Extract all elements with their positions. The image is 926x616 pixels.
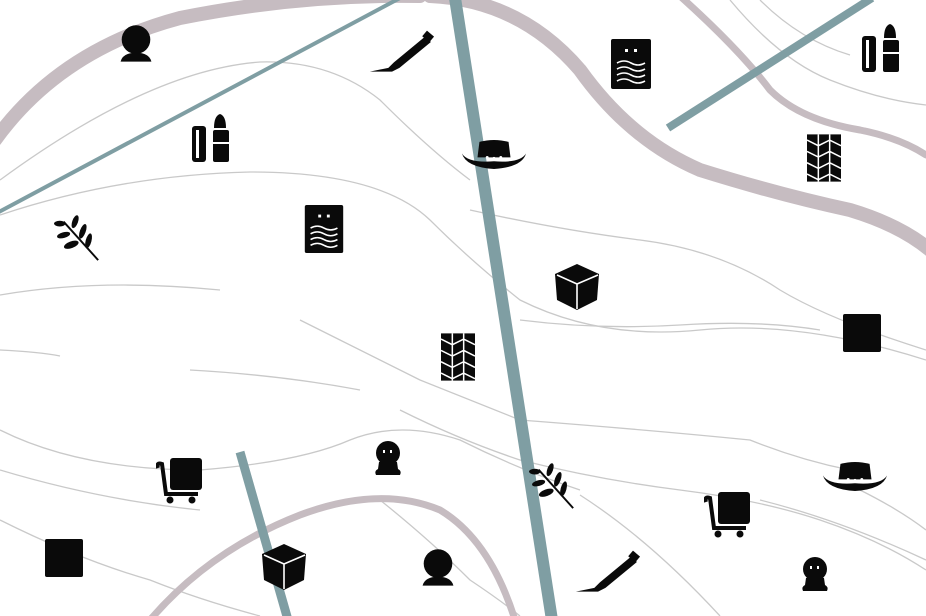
transit-line <box>0 0 401 214</box>
minor-road <box>189 369 361 391</box>
minor-road <box>859 489 926 531</box>
snow-globe-icon[interactable] <box>422 549 454 586</box>
snow-globe-eyes-icon[interactable] <box>802 557 828 591</box>
minor-road <box>729 0 926 106</box>
transit-line <box>665 0 875 132</box>
minor-road <box>469 209 926 351</box>
minor-road <box>0 61 471 181</box>
minor-road <box>0 469 201 511</box>
minor-road <box>0 519 261 616</box>
minor-road <box>519 319 821 331</box>
minor-road <box>0 171 926 361</box>
braid-icon[interactable] <box>807 133 841 183</box>
transit-line <box>235 450 292 616</box>
minor-road <box>759 499 926 561</box>
minor-road <box>0 284 221 296</box>
square-icon[interactable] <box>45 539 83 577</box>
major-road <box>148 495 518 616</box>
document-icon[interactable] <box>611 39 651 89</box>
transit-line <box>449 0 558 616</box>
minor-road <box>759 0 851 56</box>
minor-road <box>379 499 521 616</box>
minor-road <box>399 409 926 571</box>
major-road <box>0 0 426 145</box>
transit-lines <box>0 0 875 616</box>
minor-road <box>579 494 721 616</box>
snow-globe-eyes-icon[interactable] <box>375 441 401 475</box>
square-icon[interactable] <box>843 314 881 352</box>
minor-road <box>0 429 581 491</box>
major-road <box>679 0 926 159</box>
minor-road <box>0 349 61 357</box>
major-road <box>424 0 926 256</box>
braid-icon[interactable] <box>441 332 475 382</box>
document-icon[interactable] <box>304 205 344 253</box>
minor-road <box>299 319 851 471</box>
snow-globe-icon[interactable] <box>120 25 152 62</box>
